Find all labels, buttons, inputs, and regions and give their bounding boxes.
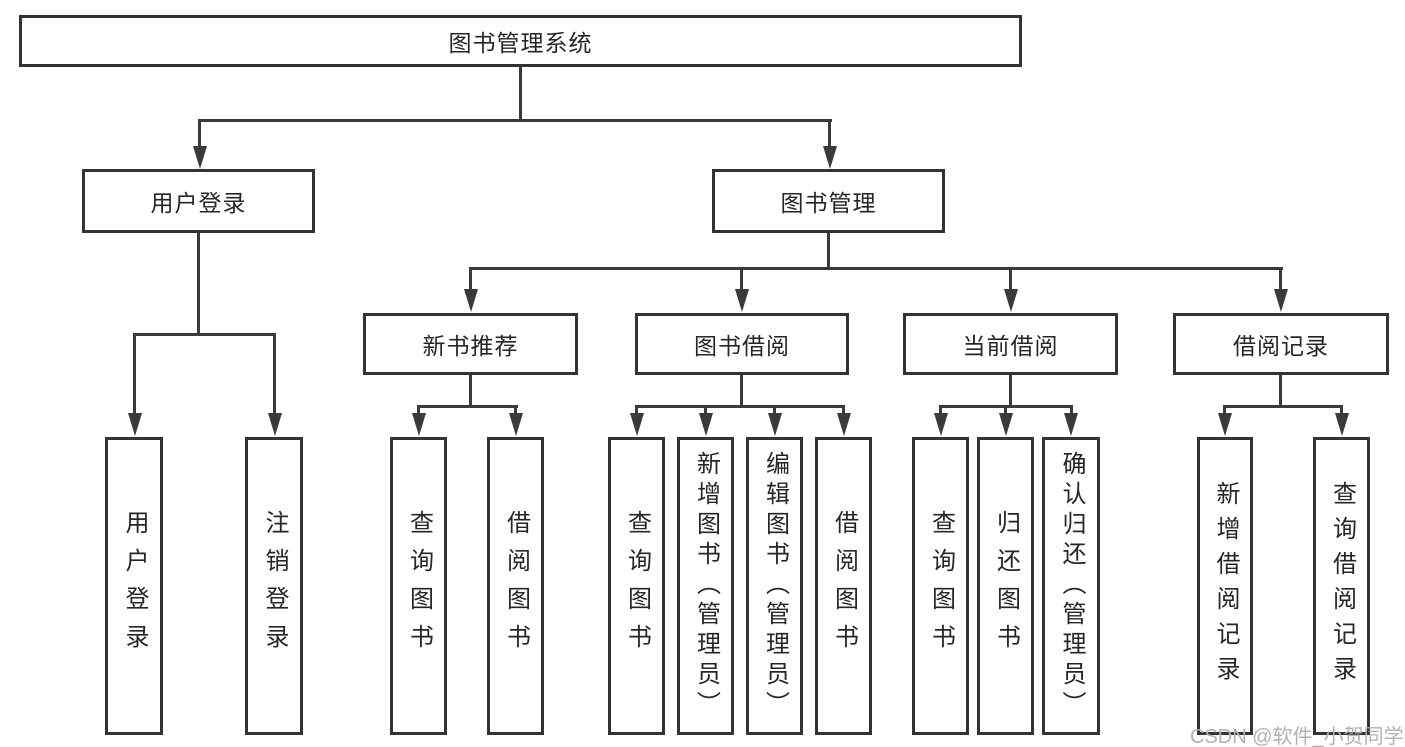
arrowhead-icon [699,413,713,436]
leaf-bookborrow-add-label: 新增图书（管理员） [692,451,720,721]
new-books-connector-hline [417,405,518,408]
leaf-records-query: 查询借阅记录 [1313,437,1370,735]
node-current-borrow-label: 当前借阅 [962,333,1059,359]
book-mgmt-drop-3 [1009,267,1012,289]
leaf-newbooks-query: 查询图书 [390,437,447,735]
current-borrow-connector-vline [1009,375,1012,408]
node-user-login-label: 用户登录 [150,190,247,216]
node-borrow-records-label: 借阅记录 [1233,333,1329,359]
leaf-user-login-label: 用户登录 [121,510,148,662]
node-current-borrow: 当前借阅 [903,313,1118,375]
book-borrow-connector-vline [740,375,743,408]
current-borrow-drop-1 [939,405,942,415]
root-connector-vline [519,67,522,122]
arrowhead-icon [630,413,644,436]
leaf-newbooks-borrow-label: 借阅图书 [502,510,530,662]
node-book-borrow: 图书借阅 [635,313,849,375]
leaf-newbooks-query-label: 查询图书 [405,510,433,662]
leaf-current-return-label: 归还图书 [992,510,1020,662]
leaf-current-query-label: 查询图书 [927,510,955,662]
node-book-mgmt-label: 图书管理 [780,190,877,216]
arrowhead-icon [193,146,207,169]
arrowhead-icon [1004,289,1018,312]
arrowhead-icon [823,146,837,169]
arrowhead-icon [1335,413,1349,436]
arrowhead-icon [1064,413,1078,436]
root-drop-left-line [198,119,201,148]
book-mgmt-connector-hline [469,267,1283,270]
node-book-borrow-label: 图书借阅 [694,333,790,359]
book-borrow-connector-hline [635,405,845,408]
arrowhead-icon [1218,413,1232,436]
new-books-drop-1 [417,405,420,415]
borrow-records-drop-1 [1223,405,1226,415]
arrowhead-icon [768,413,782,436]
leaf-bookborrow-edit-label: 编辑图书（管理员） [761,451,789,721]
root-connector-hline [198,119,832,122]
user-login-connector-vline [197,233,200,336]
leaf-records-query-label: 查询借阅记录 [1328,481,1356,691]
csdn-watermark: CSDN @软件_小贺同学 [1190,726,1404,747]
book-mgmt-drop-4 [1279,267,1282,289]
arrowhead-icon [735,289,749,312]
borrow-records-drop-2 [1340,405,1343,415]
leaf-user-login: 用户登录 [105,437,163,735]
leaf-current-confirm: 确认归还（管理员） [1042,437,1100,735]
book-borrow-drop-4 [842,405,845,415]
user-login-connector-hline [133,333,276,336]
leaf-current-return: 归还图书 [977,437,1034,735]
node-user-login: 用户登录 [82,169,315,233]
arrowhead-icon [412,413,426,436]
current-borrow-drop-3 [1070,405,1073,415]
arrowhead-icon [268,413,282,436]
arrowhead-icon [464,289,478,312]
new-books-connector-vline [469,375,472,408]
node-root: 图书管理系统 [19,15,1022,67]
arrowhead-icon [934,413,948,436]
node-new-books-label: 新书推荐 [422,333,519,359]
arrowhead-icon [837,413,851,436]
user-login-drop-right [273,333,276,413]
leaf-bookborrow-edit: 编辑图书（管理员） [746,437,803,735]
borrow-records-connector-hline [1223,405,1343,408]
leaf-current-query: 查询图书 [912,437,969,735]
leaf-bookborrow-borrow-label: 借阅图书 [830,510,858,662]
book-borrow-drop-1 [635,405,638,415]
leaf-logout: 注销登录 [245,437,303,735]
leaf-newbooks-borrow: 借阅图书 [487,437,544,735]
root-drop-right-line [828,119,831,148]
leaf-bookborrow-borrow: 借阅图书 [815,437,872,735]
leaf-records-add-label: 新增借阅记录 [1212,481,1239,691]
node-book-mgmt: 图书管理 [712,169,945,233]
arrowhead-icon [128,413,142,436]
current-borrow-drop-2 [1004,405,1007,415]
leaf-logout-label: 注销登录 [261,510,288,662]
leaf-current-confirm-label: 确认归还（管理员） [1058,451,1085,721]
book-borrow-drop-2 [704,405,707,415]
node-borrow-records: 借阅记录 [1173,313,1389,375]
node-root-label: 图书管理系统 [448,30,593,56]
leaf-bookborrow-query: 查询图书 [608,437,665,735]
arrowhead-icon [509,413,523,436]
book-mgmt-drop-2 [740,267,743,289]
leaf-records-add: 新增借阅记录 [1197,437,1253,735]
arrowhead-icon [1274,289,1288,312]
book-borrow-drop-3 [773,405,776,415]
leaf-bookborrow-query-label: 查询图书 [623,510,651,662]
leaf-bookborrow-add: 新增图书（管理员） [677,437,734,735]
user-login-drop-left [133,333,136,413]
book-mgmt-drop-1 [469,267,472,289]
book-mgmt-connector-vline [827,233,830,270]
node-new-books: 新书推荐 [363,313,578,375]
arrowhead-icon [999,413,1013,436]
new-books-drop-2 [514,405,517,415]
borrow-records-connector-vline [1279,375,1282,408]
